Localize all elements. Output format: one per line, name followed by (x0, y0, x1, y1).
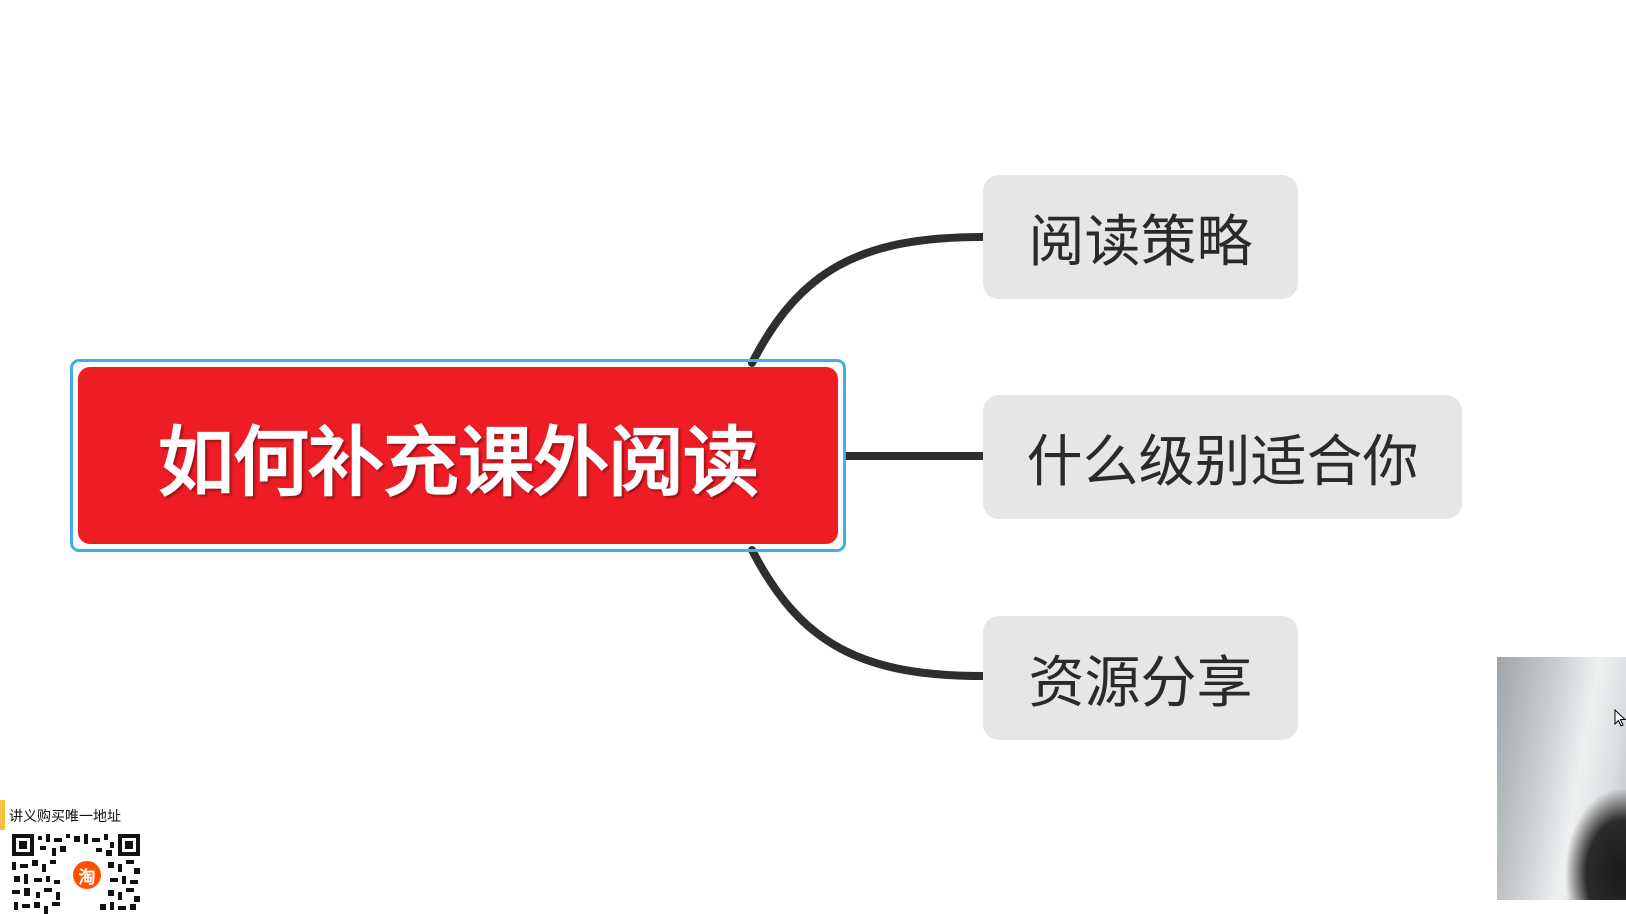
qr-code-icon[interactable]: 淘 (12, 834, 140, 914)
connector-branch-1 (748, 233, 987, 367)
webcam-overlay (1497, 657, 1626, 900)
promo-accent-bar (0, 800, 5, 830)
mouse-cursor-icon (1614, 709, 1626, 727)
central-topic-selected[interactable]: 如何补充课外阅读 (70, 359, 846, 552)
central-topic[interactable]: 如何补充课外阅读 (78, 367, 838, 544)
promo-overlay: 讲义购买唯一地址 (0, 800, 160, 914)
branch-topic-suitable-level[interactable]: 什么级别适合你 (983, 395, 1462, 519)
connector-branch-3 (748, 546, 987, 680)
promo-label: 讲义购买唯一地址 (9, 809, 121, 825)
branch-topic-resource-sharing[interactable]: 资源分享 (983, 616, 1298, 740)
branch-topic-reading-strategy[interactable]: 阅读策略 (983, 175, 1298, 299)
taobao-icon: 淘 (70, 858, 104, 892)
webcam-presenter-silhouette (1566, 790, 1626, 900)
